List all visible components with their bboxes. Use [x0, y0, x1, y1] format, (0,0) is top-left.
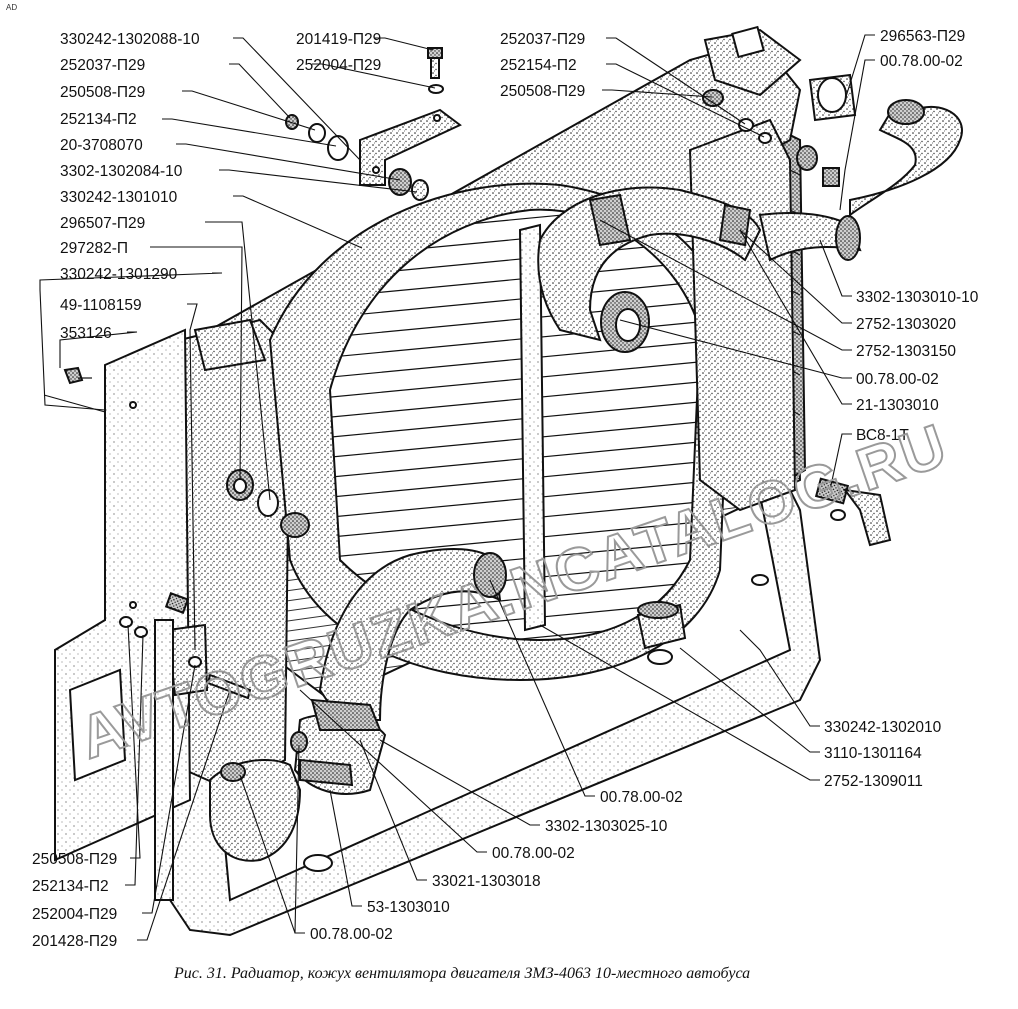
- label-53-1303010: 53-1303010: [367, 899, 450, 916]
- label-252037-p29-a: 252037-П29: [60, 57, 145, 74]
- callout-labels: 330242-1302088-10 252037-П29 250508-П29 …: [32, 28, 979, 950]
- label-3302-1302084-10: 3302-1302084-10: [60, 163, 183, 180]
- label-330242-1301010: 330242-1301010: [60, 189, 178, 206]
- label-250508-p29-a: 250508-П29: [60, 84, 145, 101]
- label-252134-p2-a: 252134-П2: [60, 111, 137, 128]
- label-252004-p29-b: 252004-П29: [32, 906, 117, 923]
- label-2752-1309011: 2752-1309011: [824, 773, 923, 790]
- corner-mark: AD: [6, 3, 17, 12]
- label-vs8-1t: ВС8-1Т: [856, 427, 909, 444]
- label-252037-p29-b: 252037-П29: [500, 31, 585, 48]
- label-250508-p29-c: 250508-П29: [32, 851, 117, 868]
- label-297282-p: 297282-П: [60, 240, 128, 257]
- label-3110-1301164: 3110-1301164: [824, 745, 922, 762]
- label-201419-p29: 201419-П29: [296, 31, 381, 48]
- label-252134-p2-b: 252134-П2: [32, 878, 109, 895]
- label-250508-p29-b: 250508-П29: [500, 83, 585, 100]
- label-3302-1303010-10: 3302-1303010-10: [856, 289, 979, 306]
- label-330242-1302010: 330242-1302010: [824, 719, 942, 736]
- label-330242-1301290: 330242-1301290: [60, 266, 178, 283]
- label-33021-1303018: 33021-1303018: [432, 873, 541, 890]
- label-49-1108159: 49-1108159: [60, 297, 142, 314]
- label-3302-1303025-10: 3302-1303025-10: [545, 818, 668, 835]
- label-353126: 353126: [60, 325, 112, 342]
- label-296563-p29: 296563-П29: [880, 28, 965, 45]
- label-2752-1303150: 2752-1303150: [856, 343, 956, 360]
- label-296507-p29: 296507-П29: [60, 215, 145, 232]
- figure-caption: Рис. 31. Радиатор, кожух вентилятора дви…: [173, 965, 750, 982]
- label-20-3708070: 20-3708070: [60, 137, 143, 154]
- leader-lines: [39, 34, 875, 941]
- label-00-78-00-02-d: 00.78.00-02: [492, 845, 575, 862]
- label-00-78-00-02-a: 00.78.00-02: [880, 53, 963, 70]
- label-2752-1303020: 2752-1303020: [856, 316, 956, 333]
- label-00-78-00-02-c: 00.78.00-02: [600, 789, 683, 806]
- label-252004-p29-a: 252004-П29: [296, 57, 381, 74]
- drain-valve: [814, 477, 892, 547]
- label-00-78-00-02-e: 00.78.00-02: [310, 926, 393, 943]
- label-330242-1302088-10: 330242-1302088-10: [60, 31, 200, 48]
- label-252154-p2: 252154-П2: [500, 57, 577, 74]
- label-201428-p29: 201428-П29: [32, 933, 117, 950]
- label-00-78-00-02-b: 00.78.00-02: [856, 371, 939, 388]
- label-21-1303010: 21-1303010: [856, 397, 939, 414]
